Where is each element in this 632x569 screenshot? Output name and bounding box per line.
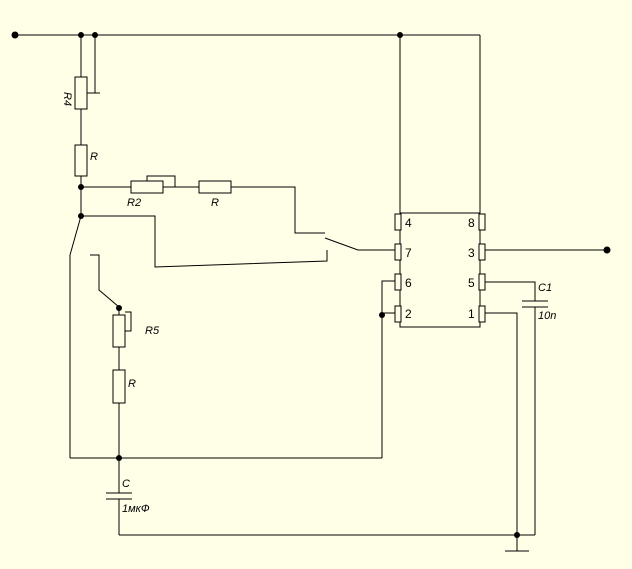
r-bot-resistor: [112, 369, 126, 404]
power-terminal: [11, 31, 19, 39]
r4-label: R4: [61, 92, 73, 106]
pin-5-label: 5: [468, 276, 475, 290]
c1-ground-wiring: C1 10n: [485, 281, 556, 552]
r2-resistor: [130, 180, 164, 194]
capacitor-c: C 1мкФ: [106, 478, 535, 536]
c1-value: 10n: [538, 310, 556, 322]
pin-1-label: 1: [468, 307, 475, 321]
pin-6-2-wiring: [379, 280, 395, 458]
top-power-rail: [11, 31, 481, 213]
pin-7-label: 7: [405, 246, 412, 260]
c-label: C: [122, 478, 130, 490]
r-bot-label: R: [128, 378, 136, 390]
output-terminal: [603, 246, 611, 254]
r5-resistor: [112, 314, 126, 348]
r2-label: R2: [127, 197, 141, 209]
pin-3-label: 3: [468, 246, 475, 260]
r4-potentiometer: R4: [61, 35, 100, 145]
pin-4-label: 4: [405, 216, 412, 230]
resistor-r-top: R: [74, 144, 98, 219]
pin-2-label: 2: [405, 307, 412, 321]
output-wire: [485, 246, 611, 254]
pin-8-label: 8: [468, 216, 475, 230]
r-top-label: R: [90, 151, 98, 163]
c1-label: C1: [538, 282, 552, 294]
r-mid-resistor: [198, 180, 232, 194]
r-mid-label: R: [211, 197, 219, 209]
c-value: 1мкФ: [122, 503, 150, 515]
r5-r-chain: R5 R: [112, 308, 160, 493]
pin-6-label: 6: [405, 276, 412, 290]
r5-label: R5: [145, 325, 160, 337]
ic-555: 4 7 6 2 8 3 5 1: [394, 212, 486, 328]
r2-branch: R2 R: [81, 175, 395, 251]
